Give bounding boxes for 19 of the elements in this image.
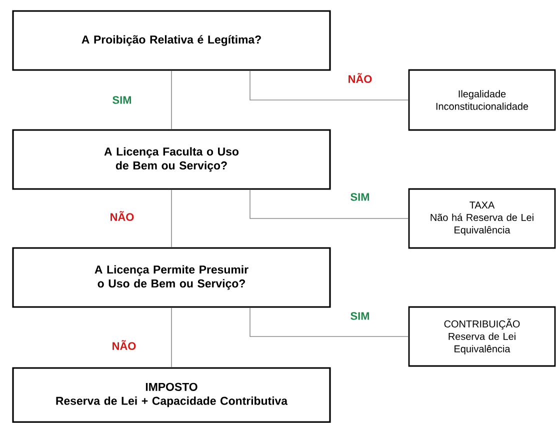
result-box: CONTRIBUIÇÃO Reserva de Lei Equivalência bbox=[408, 306, 556, 367]
connector-line bbox=[250, 189, 409, 219]
edge-label: SIM bbox=[350, 312, 369, 320]
connector-line bbox=[171, 70, 172, 130]
result-box: Ilegalidade Inconstitucionalidade bbox=[408, 69, 556, 131]
result-box: TAXA Não há Reserva de Lei Equivalência bbox=[408, 188, 556, 249]
question-box: A Proibição Relativa é Legítima? bbox=[12, 10, 331, 71]
edge-label: SIM bbox=[350, 193, 369, 201]
connector-line bbox=[171, 307, 172, 368]
question-box: A Licença Permite Presumir o Uso de Bem ou Serviço? bbox=[12, 247, 331, 308]
connector-line bbox=[171, 189, 172, 248]
result-box: IMPOSTO Reserva de Lei + Capacidade Contributiva bbox=[12, 367, 331, 423]
connector-line bbox=[250, 307, 409, 337]
edge-label: SIM bbox=[112, 96, 131, 104]
edge-label: NÃO bbox=[112, 340, 136, 350]
edge-label: NÃO bbox=[348, 73, 372, 83]
connector-line bbox=[250, 70, 409, 100]
question-box: A Licença Faculta o Uso de Bem ou Serviço? bbox=[12, 129, 331, 190]
edge-label: NÃO bbox=[110, 211, 134, 221]
